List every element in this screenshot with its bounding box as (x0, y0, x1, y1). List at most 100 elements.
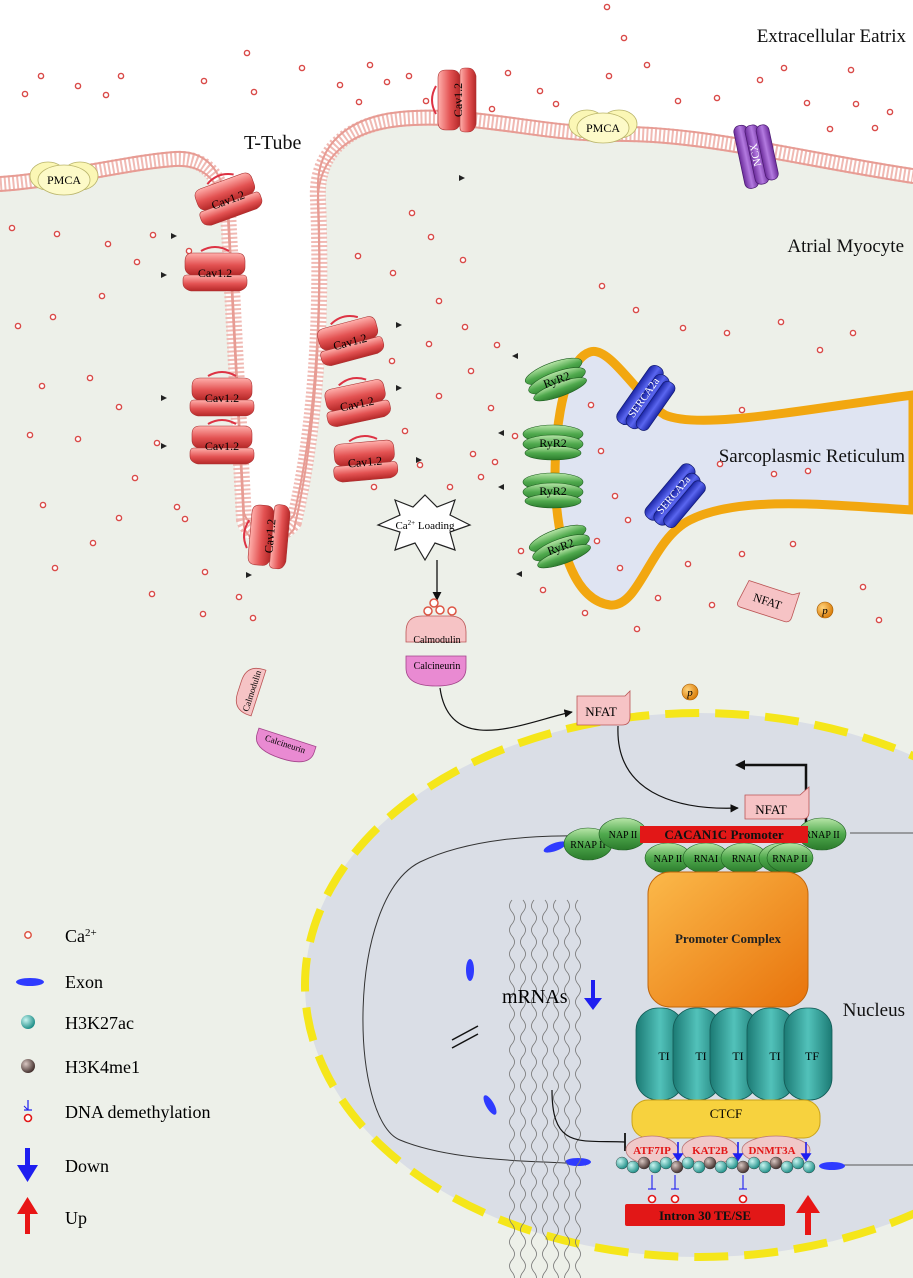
calcium-ion (49, 313, 57, 321)
demethylation-mark (670, 1175, 680, 1204)
h3k4me1-bead (637, 1156, 651, 1170)
calcium-ion (366, 61, 374, 69)
calcineurin-label: Calcineurin (414, 661, 461, 672)
efflux-arrowhead (161, 395, 167, 401)
legend-ca-icon (24, 931, 32, 939)
phosphate-free (681, 683, 699, 701)
mrna-transcript (531, 899, 537, 1278)
ctcf-inhibition-line (551, 1089, 626, 1143)
legend-ca-label: Ca2+ (65, 926, 97, 946)
calcineurin-free: Calcineurin (255, 727, 317, 763)
calcium-ion (200, 77, 208, 85)
nfat-phosphorylated: NFAT (737, 580, 801, 623)
calmodulin-shape (405, 615, 467, 643)
pmca-pump: PMCA (568, 109, 638, 144)
cav12-channel: Cav1.2 (188, 163, 266, 229)
calcium-ion (616, 564, 624, 572)
calcium-ion (713, 94, 721, 102)
ctcf-label: CTCF (710, 1106, 743, 1121)
h3k4me1-bead (670, 1160, 684, 1174)
h3k27ac-bead (659, 1156, 673, 1170)
legend-h3k4me1-icon (21, 1059, 35, 1073)
promoter-complex-label: Promoter Complex (675, 931, 782, 946)
cav12-channels: Cav1.2Cav1.2Cav1.2Cav1.2Cav1.2Cav1.2Cav1… (161, 67, 477, 578)
cav12-channel: Cav1.2 (319, 370, 394, 430)
tf-label: TI (658, 1049, 669, 1063)
calcium-ion (605, 72, 613, 80)
calcium-ion (826, 125, 834, 133)
calcium-ion (51, 564, 59, 572)
h3k27ac-bead (725, 1156, 739, 1170)
cav12-label: Cav1.2 (198, 266, 232, 280)
ryr2-channel: RyR2 (522, 424, 584, 461)
calcium-ion (8, 224, 16, 232)
calcium-ion (401, 427, 409, 435)
legend: Ca2+ Exon H3K27ac H3K4me1 DNA demethylat… (16, 926, 210, 1234)
calcium-ion (477, 473, 485, 481)
histone-beads (615, 1156, 816, 1174)
calcium-ion (388, 357, 396, 365)
calcium-ion (131, 474, 139, 482)
h3k27ac-bead (791, 1156, 805, 1170)
legend-demethylation-label: DNA demethylation (65, 1102, 210, 1122)
ryr2-channel: RyR2 (526, 519, 595, 574)
calcineurin-to-nfat-arrow (439, 687, 573, 731)
calcium-ion (871, 124, 879, 132)
ryr2-label: RyR2 (539, 436, 567, 450)
exons (466, 841, 845, 1170)
calcium-ion (405, 72, 413, 80)
calcium-ion (408, 209, 416, 217)
cav12-channel: Cav1.2 (182, 246, 248, 292)
calcium-ion (723, 329, 731, 337)
calcium-ion (354, 252, 362, 260)
calcium-ion (89, 539, 97, 547)
calcium-ion (117, 72, 125, 80)
release-arrowhead (498, 430, 504, 436)
h3k27ac-bead (626, 1160, 640, 1174)
h3k27ac-bead (758, 1160, 772, 1174)
efflux-arrowhead (459, 175, 465, 181)
calcium-ion (716, 460, 724, 468)
efflux-arrowhead (161, 443, 167, 449)
calcium-ion (383, 78, 391, 86)
nfat-nuclear: NFAT (744, 786, 810, 820)
calcium-ion (39, 501, 47, 509)
ryr2-channel: RyR2 (522, 352, 591, 407)
efflux-arrowhead (416, 457, 422, 463)
tf-label: TI (769, 1049, 780, 1063)
calcium-ion (298, 64, 306, 72)
calcium-ion (491, 458, 499, 466)
calcium-ion (511, 432, 519, 440)
calcium-ion (847, 66, 855, 74)
calcium-ion (435, 392, 443, 400)
efflux-arrowhead (161, 272, 167, 278)
mrna-transcript (542, 899, 548, 1278)
calcium-ion (86, 374, 94, 382)
calmodulin-label: Calmodulin (413, 635, 460, 646)
calcium-ion (632, 306, 640, 314)
calcium-ion (427, 233, 435, 241)
calcium-ion (153, 439, 161, 447)
calcium-ion (74, 435, 82, 443)
calcium-ion (674, 97, 682, 105)
calcium-ion (804, 467, 812, 475)
intron-30-te-se: Intron 30 TE/SE (625, 1204, 785, 1226)
label-atrial-myocyte: Atrial Myocyte (787, 236, 904, 257)
mrna-transcripts (509, 899, 581, 1278)
efflux-arrowhead (171, 233, 177, 239)
calcium-ion (756, 76, 764, 84)
calcium-ion (249, 614, 257, 622)
calcium-ion (488, 105, 496, 113)
mrna-transcript (509, 899, 515, 1278)
legend-h3k27ac-icon (21, 1015, 35, 1029)
calcium-ion (803, 99, 811, 107)
promoter-complex: Promoter Complex (647, 871, 809, 1008)
efflux-arrowhead (396, 322, 402, 328)
tf-label: TI (695, 1049, 706, 1063)
rnap-label: NAP II (609, 830, 638, 841)
calcium-ion (517, 547, 525, 555)
h3k27ac-bead (648, 1160, 662, 1174)
legend-demethylation-icon (23, 1100, 33, 1123)
exon (819, 1162, 845, 1170)
efflux-arrowhead (246, 572, 252, 578)
